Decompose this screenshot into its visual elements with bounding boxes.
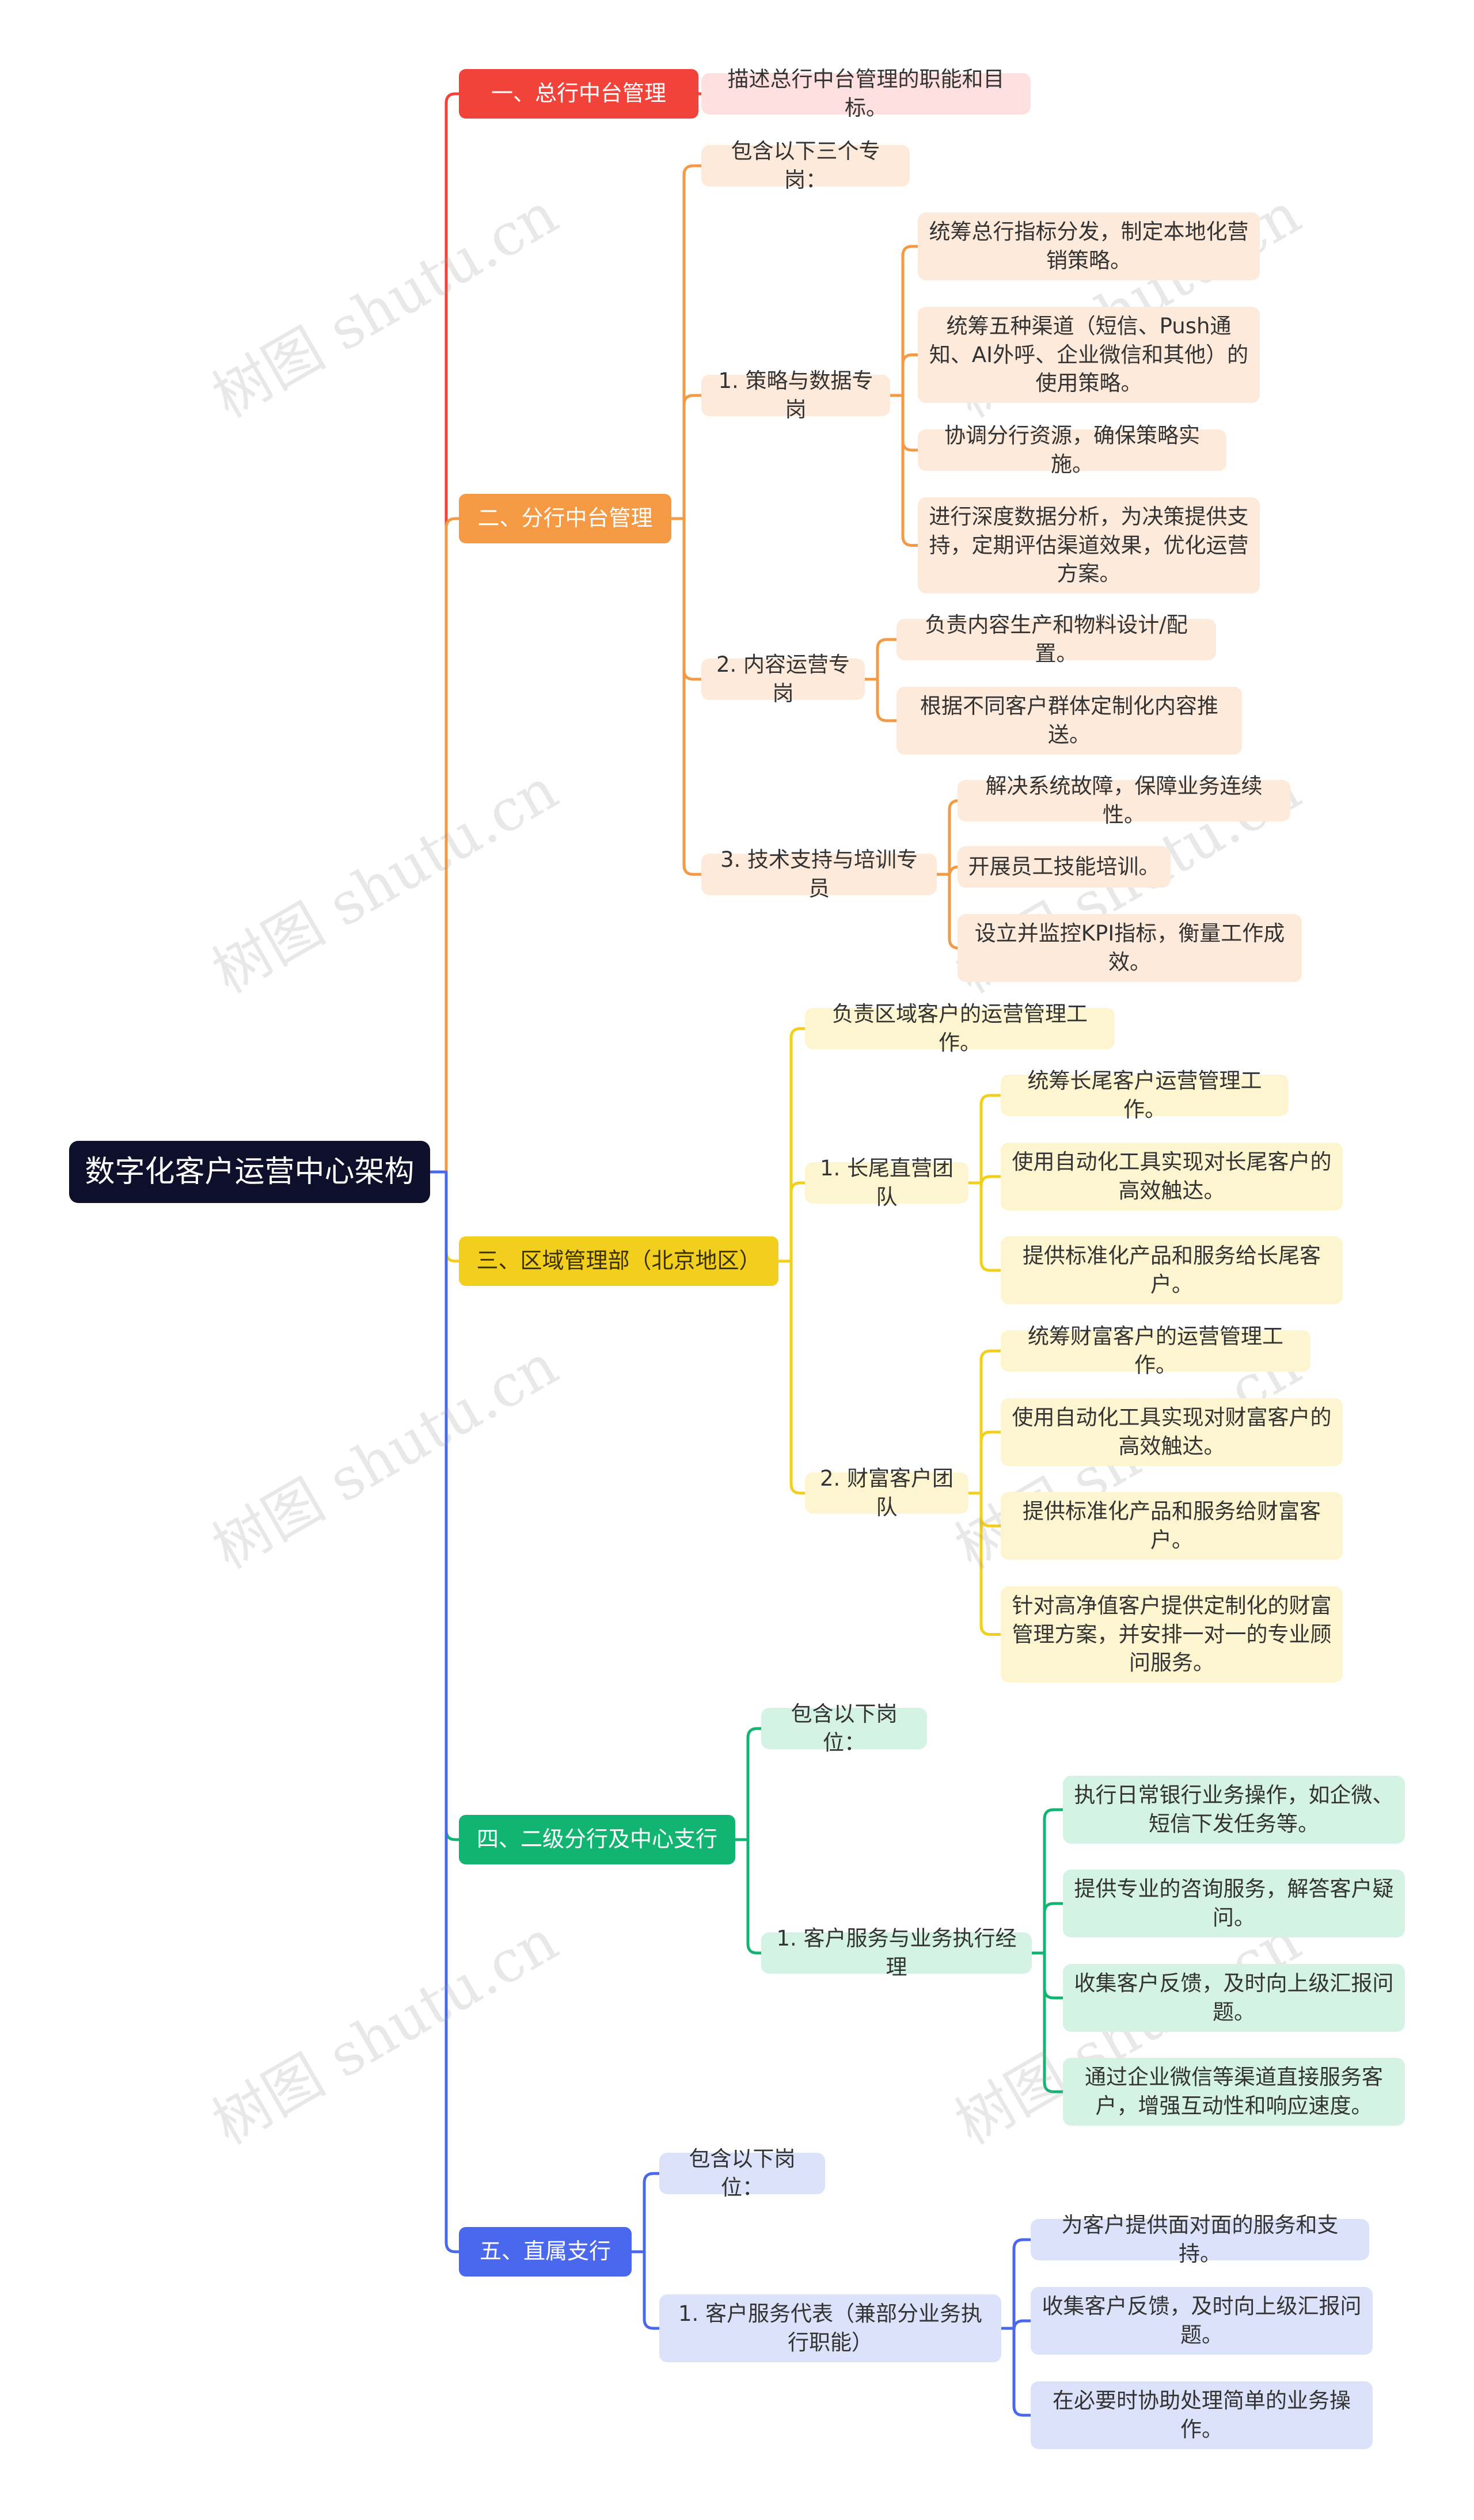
branch-5-sub-1-item[interactable]: 为客户提供面对面的服务和支持。 [1031,2213,1369,2266]
connector-line [876,677,898,722]
branch-3-sub-1-item[interactable]: 提供标准化产品和服务给长尾客户。 [1001,1236,1343,1304]
connector-line [979,1349,1002,1495]
branch-3-sub-1[interactable]: 1. 长尾直营团队 [805,1156,968,1209]
connector-line [979,1491,1002,1528]
branch-2-sub-1[interactable]: 1. 策略与数据专岗 [701,368,890,422]
connector-line [901,353,920,397]
connector-line [1043,1951,1065,2000]
branch-3-intro[interactable]: 负责区域客户的运营管理工作。 [805,1002,1115,1055]
branch-4-node[interactable]: 四、二级分行及中心支行 [459,1815,735,1864]
connector-line [901,394,920,452]
connector-line [1012,2238,1032,2330]
branch-2-sub-1-item[interactable]: 统筹总行指标分发，制定本地化营销策略。 [918,212,1260,280]
connector-line [789,1181,807,1263]
connector-line [445,1170,461,2253]
connector-line [445,1170,461,1263]
branch-3-sub-1-item[interactable]: 使用自动化工具实现对长尾客户的高效触达。 [1001,1143,1343,1210]
branch-4-sub-1-item[interactable]: 通过企业微信等渠道直接服务客户，增强互动性和响应速度。 [1063,2058,1405,2126]
branch-5-sub-1-item[interactable]: 在必要时协助处理简单的业务操作。 [1031,2381,1373,2449]
connector-line [901,394,920,547]
branch-1-node[interactable]: 一、总行中台管理 [459,69,698,119]
branch-3-sub-2-item[interactable]: 针对高净值客户提供定制化的财富管理方案，并安排一对一的专业顾问服务。 [1001,1586,1343,1682]
branch-2-sub-2-item[interactable]: 负责内容生产和物料设计/配置。 [896,612,1216,666]
connector-line [979,1094,1002,1185]
branch-2-sub-3-item[interactable]: 设立并监控KPI指标，衡量工作成效。 [958,914,1302,982]
connector-line [445,1170,461,1841]
branch-5-intro[interactable]: 包含以下岗位： [659,2146,825,2200]
connector-line [789,1259,807,1495]
connector-line [746,1727,763,1841]
connector-line [1043,1902,1065,1955]
connector-line [643,2250,661,2330]
branch-5-sub-1[interactable]: 1. 客户服务代表（兼部分业务执行职能） [659,2294,1001,2362]
branch-1-desc[interactable]: 描述总行中台管理的职能和目标。 [701,67,1031,120]
connector-line [746,1838,763,1955]
branch-2-intro[interactable]: 包含以下三个专岗： [701,139,910,192]
branch-3-sub-2-item[interactable]: 统筹财富客户的运营管理工作。 [1001,1324,1310,1377]
branch-3-sub-2-item[interactable]: 使用自动化工具实现对财富客户的高效触达。 [1001,1398,1343,1466]
connector-line [979,1491,1002,1636]
connector-line [876,638,898,681]
connector-line [979,1181,1002,1272]
branch-5-node[interactable]: 五、直属支行 [459,2227,632,2277]
connector-line [1043,1808,1065,1955]
connector-line [643,2172,661,2253]
connector-line [445,92,461,1174]
connector-line [682,517,703,876]
connector-line [682,164,703,520]
branch-4-sub-1[interactable]: 1. 客户服务与业务执行经理 [761,1926,1032,1980]
connector-line [1012,2319,1032,2331]
branch-5-sub-1-item[interactable]: 收集客户反馈，及时向上级汇报问题。 [1031,2287,1373,2355]
branch-3-sub-2[interactable]: 2. 财富客户团队 [805,1466,968,1520]
branch-4-sub-1-item[interactable]: 执行日常银行业务操作，如企微、短信下发任务等。 [1063,1776,1405,1844]
branch-3-sub-1-item[interactable]: 统筹长尾客户运营管理工作。 [1001,1068,1289,1122]
branch-2-sub-2-item[interactable]: 根据不同客户群体定制化内容推送。 [896,687,1242,755]
branch-2-sub-2[interactable]: 2. 内容运营专岗 [701,652,865,706]
branch-2-sub-1-item[interactable]: 统筹五种渠道（短信、Push通知、AI外呼、企业微信和其他）的使用策略。 [918,307,1260,403]
connector-line [979,1430,1002,1495]
branch-2-sub-1-item[interactable]: 进行深度数据分析，为决策提供支持，定期评估渠道效果，优化运营方案。 [918,497,1260,593]
connector-line [445,517,461,1174]
branch-4-sub-1-item[interactable]: 提供专业的咨询服务，解答客户疑问。 [1063,1870,1405,1937]
connector-line [979,1175,1002,1186]
branch-4-sub-1-item[interactable]: 收集客户反馈，及时向上级汇报问题。 [1063,1964,1405,2032]
connector-line [901,245,920,397]
connector-line [682,517,703,681]
connector-line [1012,2327,1032,2417]
branch-2-sub-3-item[interactable]: 开展员工技能培训。 [958,846,1171,888]
connector-line [682,394,703,520]
branch-2-sub-1-item[interactable]: 协调分行资源，确保策略实施。 [918,423,1226,477]
branch-2-node[interactable]: 二、分行中台管理 [459,494,671,543]
branch-2-sub-3-item[interactable]: 解决系统故障，保障业务连续性。 [958,774,1290,827]
connector-line [789,1027,807,1263]
root-node[interactable]: 数字化客户运营中心架构 [69,1141,430,1203]
branch-3-node[interactable]: 三、区域管理部（北京地区） [459,1236,778,1286]
connector-line [1043,1951,1065,2093]
branch-2-sub-3[interactable]: 3. 技术支持与培训专员 [701,847,937,901]
branch-3-sub-2-item[interactable]: 提供标准化产品和服务给财富客户。 [1001,1492,1343,1560]
branch-4-intro[interactable]: 包含以下岗位： [761,1701,927,1755]
